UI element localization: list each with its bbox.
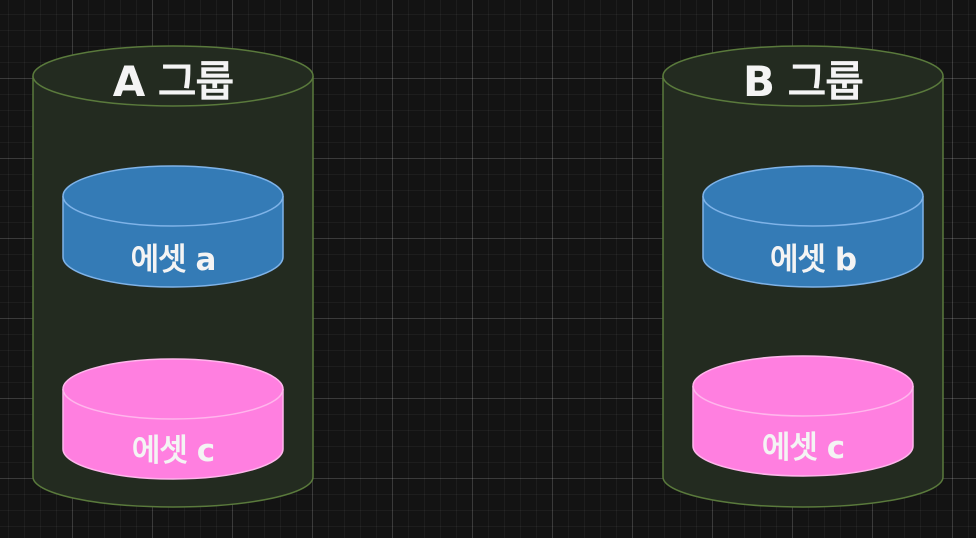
asset-a-label: 에셋 a (130, 241, 217, 278)
asset-b-cylinder[interactable] (702, 165, 924, 288)
asset-c-label-group-a: 에셋 c (131, 432, 215, 469)
asset-c-cylinder-group-b[interactable] (692, 355, 914, 477)
group-b-title: B 그룹 (743, 56, 864, 106)
asset-a-cylinder[interactable] (62, 165, 284, 288)
asset-b-label: 에셋 b (769, 241, 857, 278)
group-a-title: A 그룹 (112, 56, 234, 106)
asset-c-label-group-b: 에셋 c (761, 429, 845, 466)
asset-c-cylinder-group-a[interactable] (62, 358, 284, 480)
